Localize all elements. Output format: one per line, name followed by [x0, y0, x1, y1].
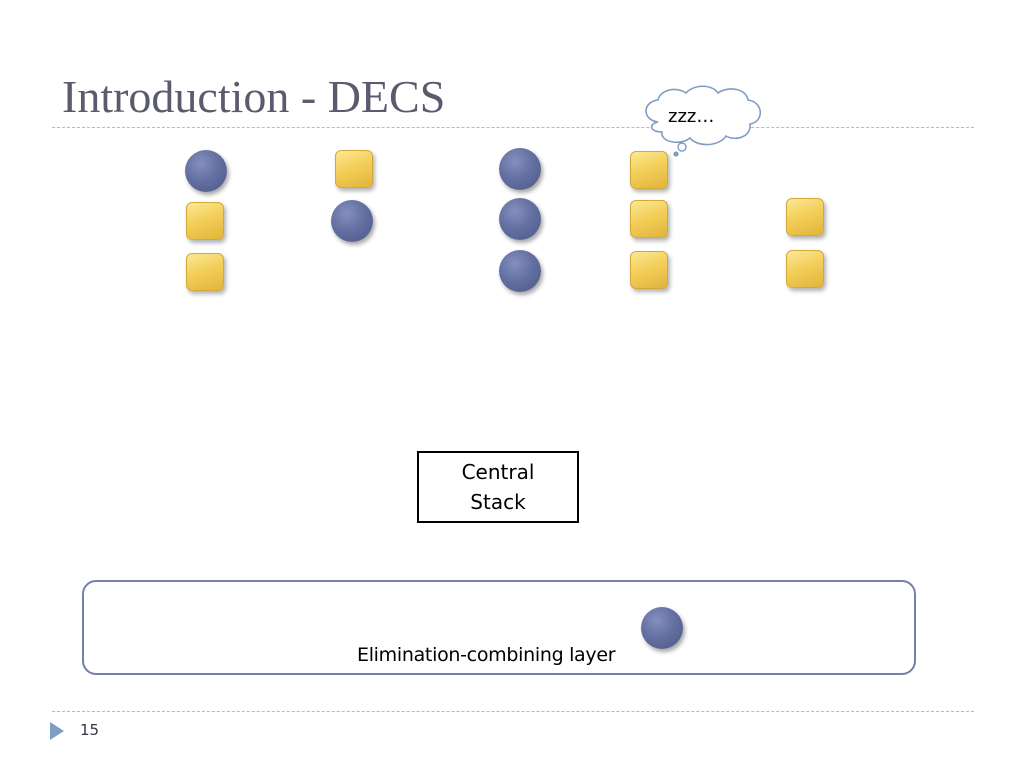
thought-cloud-icon [645, 85, 762, 157]
central-stack-box: Central Stack [417, 451, 579, 523]
thread-3-circle-token [499, 198, 541, 240]
slide-title: Introduction - DECS [62, 71, 446, 122]
thread-4-square-token [630, 151, 668, 189]
layer-circle-token [641, 607, 683, 649]
thread-4-square-token [630, 200, 668, 238]
thread-1-square-token [186, 202, 224, 240]
thought-bubble-text: zzz… [668, 106, 715, 127]
thread-1-circle-token [185, 150, 227, 192]
footer-divider [52, 711, 974, 712]
thread-5-square-token [786, 198, 824, 236]
thread-2-circle-token [331, 200, 373, 242]
thread-5-square-token [786, 250, 824, 288]
thread-4-square-token [630, 251, 668, 289]
thread-1-square-token [186, 253, 224, 291]
thread-3-circle-token [499, 250, 541, 292]
elimination-combining-layer [82, 580, 916, 675]
slide-marker-icon [50, 722, 64, 740]
thread-2-square-token [335, 150, 373, 188]
thread-3-circle-token [499, 148, 541, 190]
elimination-layer-label: Elimination-combining layer [357, 644, 616, 666]
central-stack-label: Central Stack [461, 460, 535, 514]
title-divider [52, 127, 974, 128]
slide-number: 15 [80, 721, 100, 739]
